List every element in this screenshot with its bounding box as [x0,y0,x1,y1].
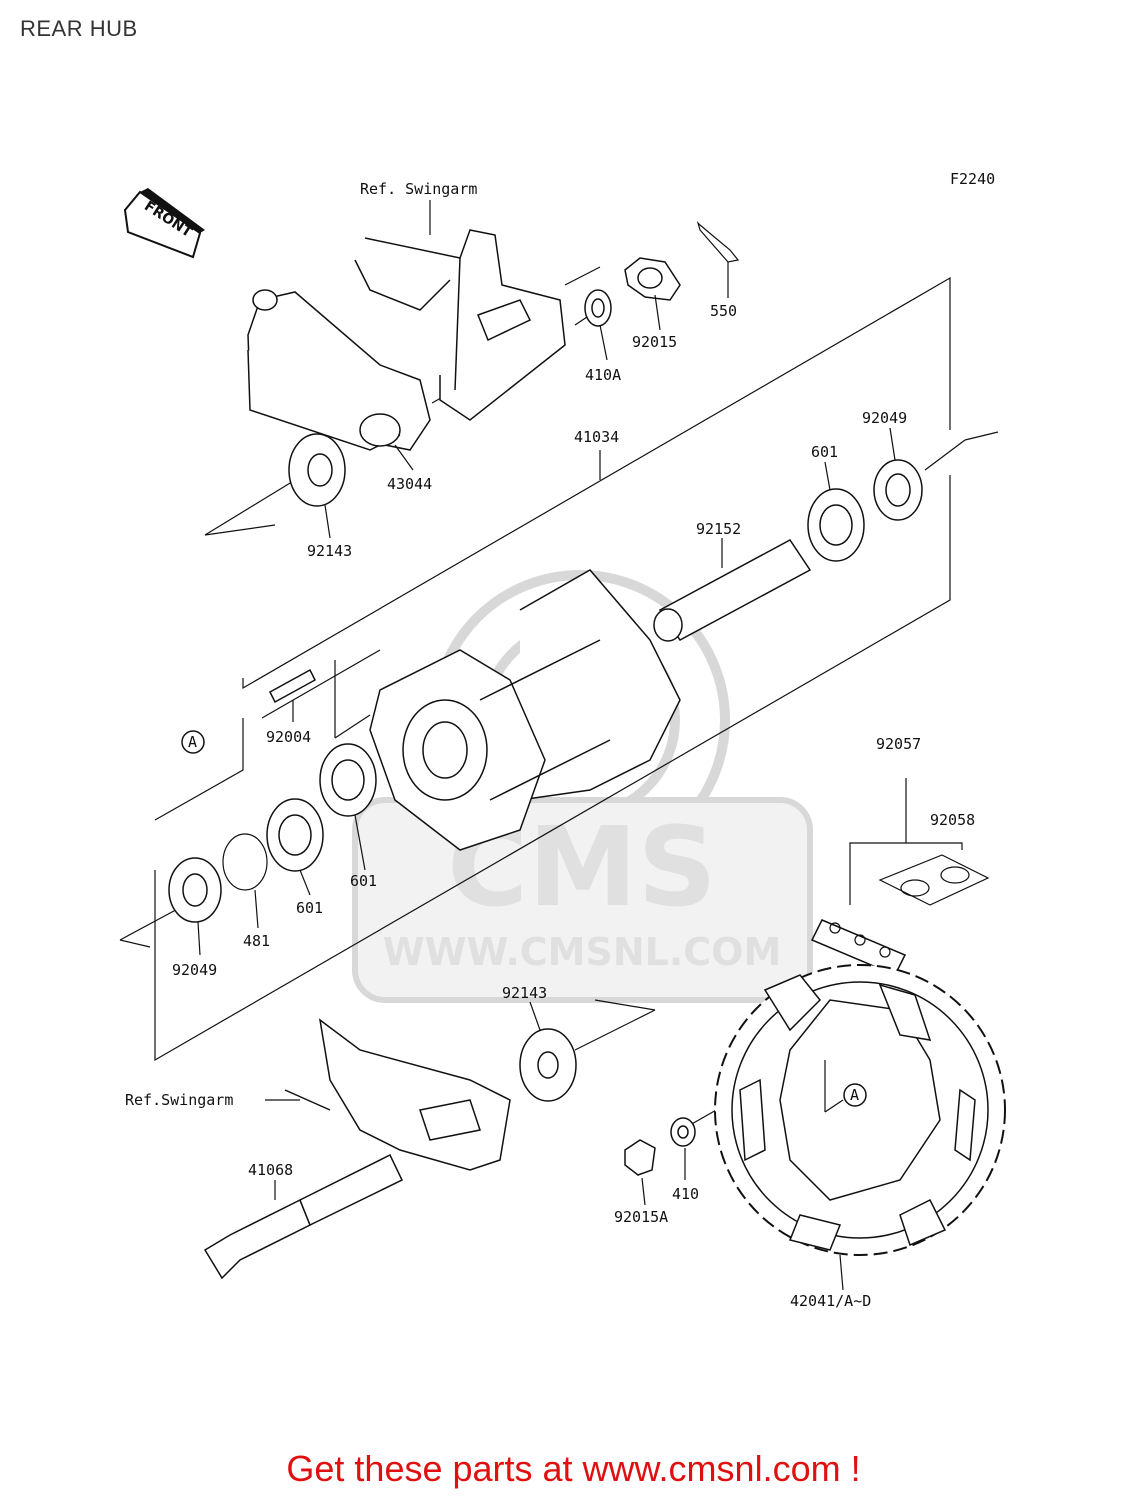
seal-92049-right [873,459,923,521]
part-label: 42041/A~D [790,1292,871,1310]
swingarm-top [247,229,566,451]
parts-diagram: CMS WWW.CMSNL.COM F2240 FRONT [119,170,1006,1310]
part-label: 43044 [387,475,432,493]
part-label: 92143 [307,542,352,560]
ref-swingarm-bottom: Ref.Swingarm [125,1091,233,1109]
ref-swingarm-top: Ref. Swingarm [360,180,477,198]
part-label: 92049 [172,961,217,979]
part-label: 92015 [632,333,677,351]
axle-41068 [203,1153,403,1280]
page-title: REAR HUB [20,16,138,41]
swingarm-bottom [284,1018,511,1171]
svg-text:A: A [850,1086,859,1104]
leader-lines [197,262,896,1291]
cotter-pin-550 [696,220,740,263]
bearing-601-right [807,488,865,562]
footer-link[interactable]: Get these parts at www.cmsnl.com ! [286,1448,861,1489]
part-label: 92152 [696,520,741,538]
part-label: 550 [710,302,737,320]
bearing-601-left-a [319,743,377,817]
part-label: 92004 [266,728,311,746]
assembly-lines [119,266,999,1126]
master-link-92058 [878,854,990,906]
nut-92015 [624,257,681,301]
part-label: 92057 [876,735,921,753]
part-label: 41034 [574,428,619,446]
collar-92143-bottom [519,1028,577,1102]
callout-a-hub: A [181,730,205,754]
hub-41034 [369,569,681,851]
part-label: 92143 [502,984,547,1002]
part-label: 92049 [862,409,907,427]
washer-410a [584,289,612,327]
part-label: 481 [243,932,270,950]
bearing-601-left-b [266,798,324,872]
part-label: 601 [350,872,377,890]
part-labels: 550 92015 410A 43044 92143 41034 92049 6… [172,302,975,1310]
collar-92143-top [288,433,346,507]
part-label: 601 [296,899,323,917]
callout-a-sprocket: A [843,1083,867,1107]
washer-410 [670,1117,696,1147]
nut-92015a [624,1139,656,1176]
circlip-481 [222,833,268,891]
svg-text:A: A [188,733,197,751]
watermark-url: WWW.CMSNL.COM [383,930,782,974]
sprocket-42041 [714,964,1006,1256]
stud-92004 [269,668,316,704]
part-label: 92058 [930,811,975,829]
part-label: 41068 [248,1161,293,1179]
spacer-92152 [653,539,812,642]
part-label: 410 [672,1185,699,1203]
part-label: 601 [811,443,838,461]
seal-92049-left [168,857,222,923]
diagram-code: F2240 [950,170,995,188]
front-arrow-icon: FRONT [123,188,205,259]
part-label: 410A [585,366,621,384]
part-label: 92015A [614,1208,668,1226]
